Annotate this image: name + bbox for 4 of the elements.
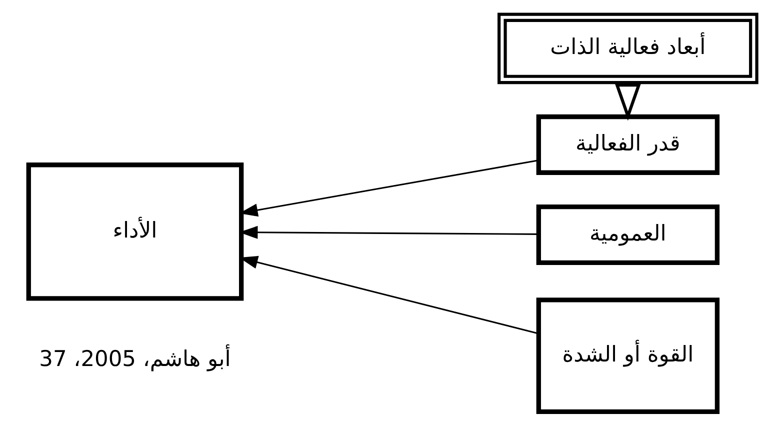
node-box: العمومية [536,204,720,265]
node-box: الأداء [26,162,244,301]
node-box: القوة أو الشدة [536,298,720,414]
node-box: قدر الفعالية [536,114,720,175]
